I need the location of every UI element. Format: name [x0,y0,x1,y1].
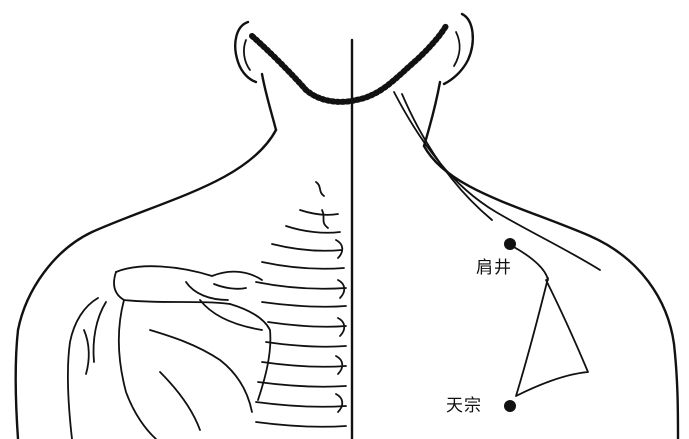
trapezius-line-upper [394,92,600,270]
vertebrae-ribs [256,182,346,427]
neck-right [424,82,440,146]
left-shoulder-outline [16,130,276,439]
right-ear [444,14,473,84]
left-ear [235,22,256,82]
acupoint-jianjing-dot [504,238,516,250]
neck-left [262,74,276,130]
acupoint-tianzong-label: 天宗 [446,398,482,415]
left-ear-inner [244,40,250,70]
right-ear-inner [454,32,460,66]
acupoint-jianjing-label: 肩井 [476,260,512,277]
hairline [252,26,446,102]
left-bone-structure [68,266,271,439]
right-scapula-outline [516,278,588,396]
right-scapula-spine [512,246,548,280]
acupoint-tianzong-dot [504,400,516,412]
